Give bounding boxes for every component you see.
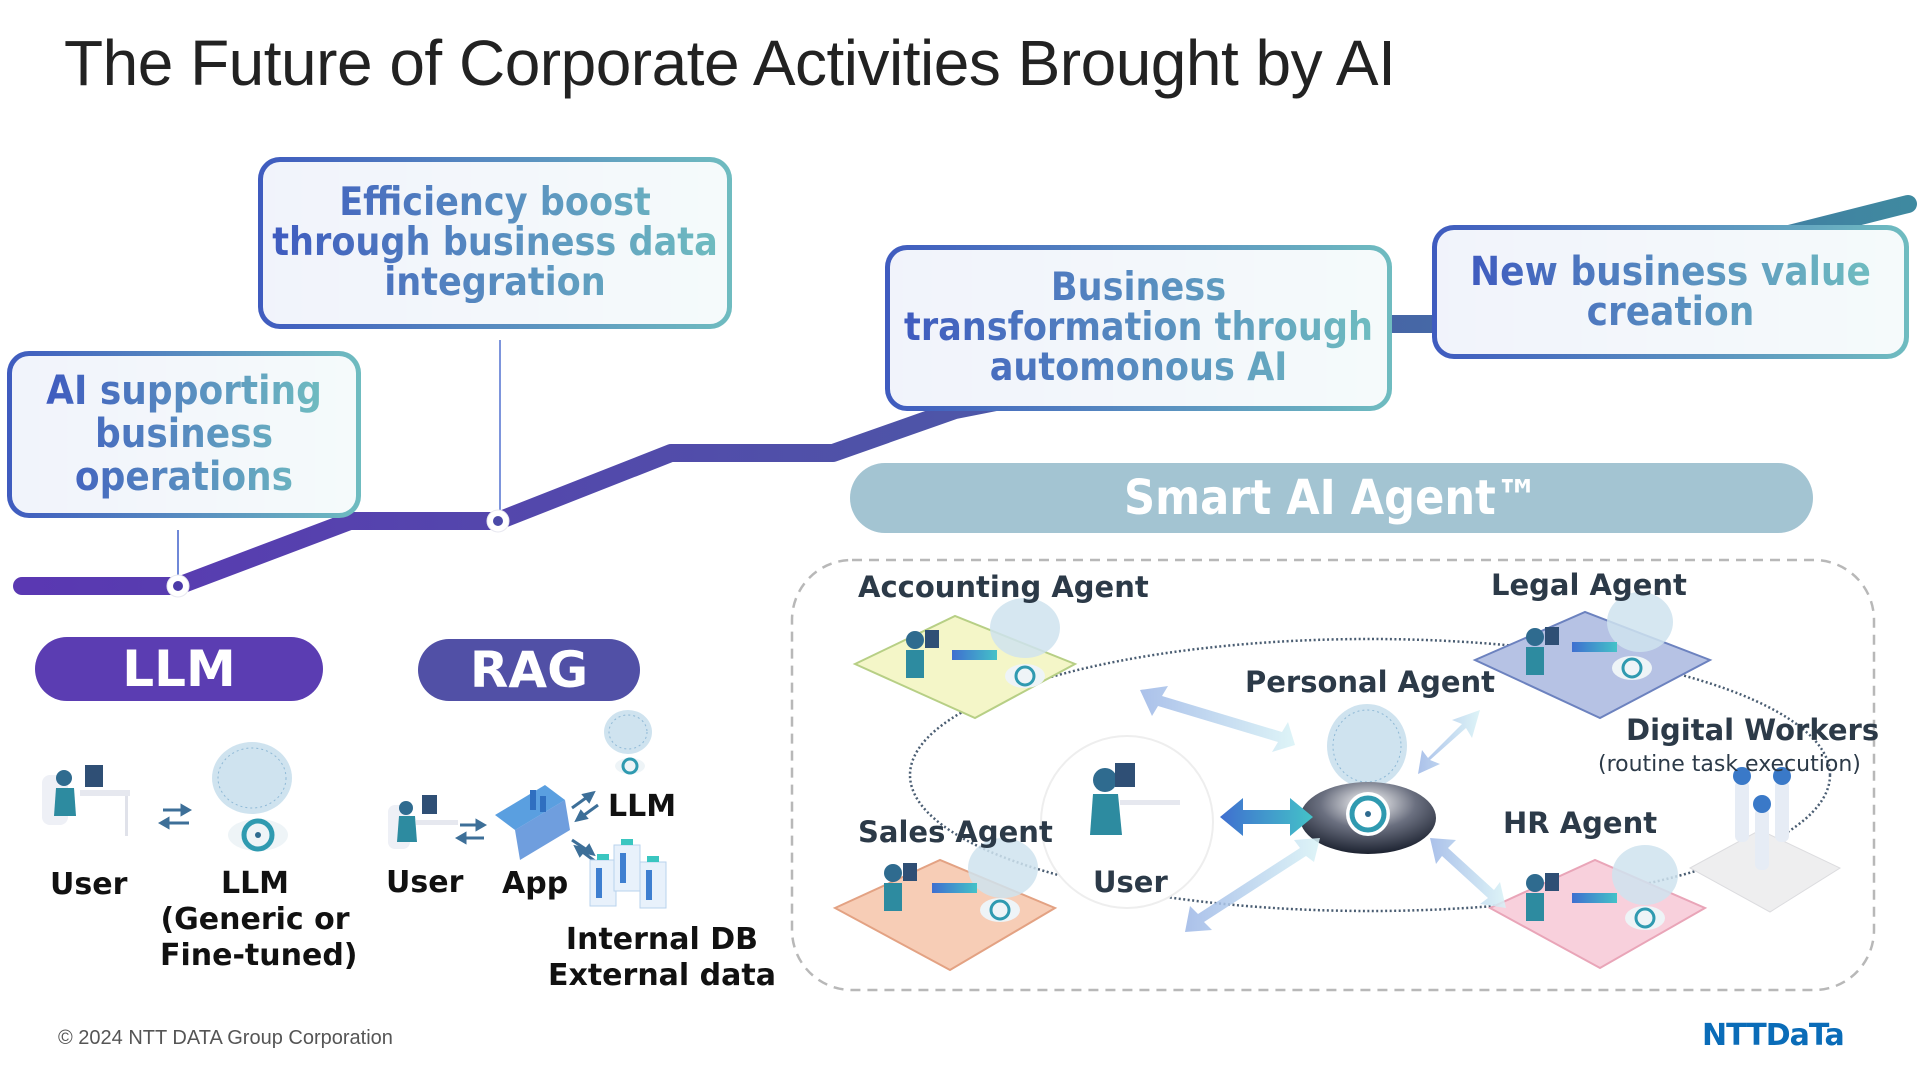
rag-data-label-line-2: External data bbox=[548, 958, 776, 993]
rag-user-desk-icon bbox=[388, 795, 458, 849]
milestone-marker-2-dot bbox=[493, 516, 503, 526]
llm-model-label-line-3: Fine-tuned) bbox=[160, 938, 358, 973]
llm-model-label-line-1: LLM bbox=[220, 866, 290, 901]
llm-pill-label: LLM bbox=[122, 640, 236, 698]
rag-llm-label: LLM bbox=[608, 789, 677, 824]
sales-agent-icon bbox=[884, 838, 1038, 922]
stage-box-3: Business transformation through automono… bbox=[885, 245, 1392, 411]
timeline-line bbox=[13, 195, 1917, 595]
sales-agent-label: Sales Agent bbox=[858, 815, 1053, 849]
rag-llm-brain-icon bbox=[604, 710, 652, 775]
digital-workers-label: Digital Workers bbox=[1626, 713, 1880, 747]
accounting-agent-icon bbox=[906, 598, 1060, 688]
digital-workers-icon bbox=[1733, 767, 1791, 870]
personal-agent-label: Personal Agent bbox=[1245, 665, 1496, 699]
central-user-label: User bbox=[1093, 865, 1168, 899]
personal-accounting-arrow bbox=[1140, 686, 1295, 752]
user-personal-arrow bbox=[1220, 798, 1313, 836]
footer-copyright: © 2024 NTT DATA Group Corporation bbox=[58, 1027, 393, 1049]
smart-ai-agent-banner-label: Smart AI Agent™ bbox=[1124, 470, 1539, 526]
llm-user-label: User bbox=[50, 867, 128, 902]
rag-arrows-to-llm-icon bbox=[571, 790, 599, 823]
llm-model-label: LLM (Generic or Fine-tuned) bbox=[160, 866, 358, 974]
rag-pill-label: RAG bbox=[469, 641, 589, 699]
page-title: The Future of Corporate Activities Broug… bbox=[64, 27, 1396, 99]
exchange-arrows-icon bbox=[157, 803, 193, 830]
digital-workers-sublabel: (routine task execution) bbox=[1598, 752, 1861, 777]
personal-legal-arrow bbox=[1418, 710, 1480, 774]
user-desk-icon bbox=[42, 765, 130, 836]
llm-brain-icon bbox=[212, 742, 292, 852]
hr-agent-label: HR Agent bbox=[1503, 806, 1658, 840]
database-servers-icon bbox=[589, 839, 667, 909]
legal-agent-tile bbox=[1472, 610, 1713, 720]
rag-data-label-line-1: Internal DB bbox=[565, 922, 759, 957]
personal-hr-arrow bbox=[1430, 838, 1506, 908]
ntt-data-logo: NTTDaTa bbox=[1702, 1018, 1845, 1053]
personal-agent-icon bbox=[1300, 704, 1436, 854]
rag-pill: RAG bbox=[418, 639, 640, 701]
rag-user-label: User bbox=[386, 865, 464, 900]
legal-agent-icon bbox=[1526, 592, 1673, 680]
stage-box-1: AI supporting business operations bbox=[7, 351, 361, 518]
personal-sales-arrow bbox=[1185, 838, 1320, 932]
legal-agent-label: Legal Agent bbox=[1491, 568, 1687, 602]
milestone-marker-1-dot bbox=[173, 581, 183, 591]
stage-box-2: Efficiency boost through business data i… bbox=[258, 157, 732, 329]
central-user-icon bbox=[1040, 735, 1214, 909]
app-dashboard-icon bbox=[495, 785, 570, 860]
stage-box-4: New business value creation bbox=[1432, 225, 1909, 359]
rag-exchange-arrows-icon bbox=[454, 818, 488, 845]
digital-workers-tile bbox=[1688, 829, 1842, 913]
agent-ecosystem-frame bbox=[790, 558, 1876, 992]
smart-ai-agent-banner: Smart AI Agent™ bbox=[850, 463, 1813, 533]
rag-data-label: Internal DB External data bbox=[548, 922, 776, 994]
agent-orbit bbox=[908, 637, 1832, 913]
llm-model-label-line-2: (Generic or bbox=[160, 902, 350, 937]
hr-agent-icon bbox=[1526, 845, 1678, 930]
accounting-agent-label: Accounting Agent bbox=[858, 570, 1149, 604]
llm-pill: LLM bbox=[35, 637, 323, 701]
rag-app-label: App bbox=[502, 866, 569, 901]
